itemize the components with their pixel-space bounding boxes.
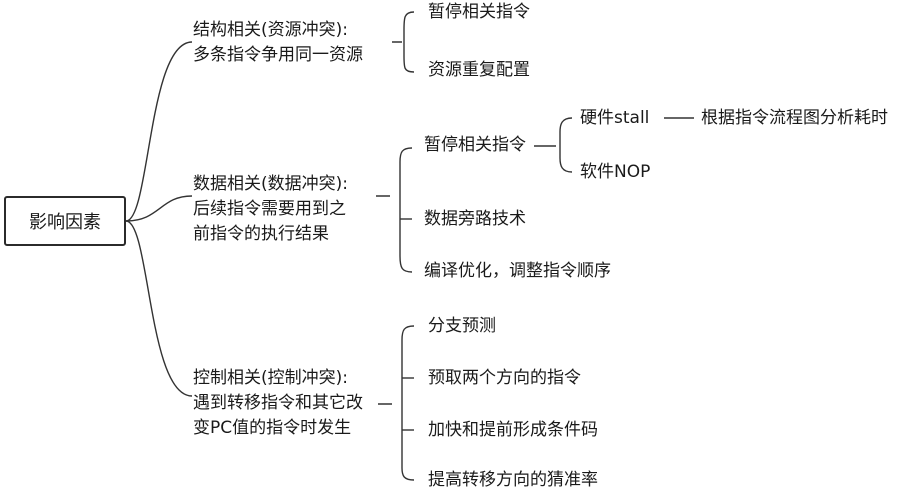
root-node: 影响因素	[4, 196, 126, 246]
branch-data-line2: 后续指令需要用到之	[193, 199, 346, 219]
branch-control-line2: 遇到转移指令和其它改	[193, 393, 363, 413]
data-child-stall: 暂停相关指令	[424, 135, 526, 155]
branch-structural-line2: 多条指令争用同一资源	[193, 45, 363, 65]
connector-data-bracket	[376, 147, 413, 273]
branch-data-line3: 前指令的执行结果	[193, 224, 329, 244]
control-child-guess-rate: 提高转移方向的猜准率	[428, 470, 598, 490]
branch-control-line3: 变PC值的指令时发生	[193, 418, 352, 438]
stall-hardware: 硬件stall	[580, 108, 650, 128]
stall-software: 软件NOP	[580, 162, 651, 182]
connector-root-structural	[125, 41, 193, 222]
structural-child-duplicate: 资源重复配置	[428, 60, 530, 80]
data-child-bypass: 数据旁路技术	[424, 209, 526, 229]
branch-control-line1: 控制相关(控制冲突):	[193, 368, 348, 388]
data-child-compiler: 编译优化，调整指令顺序	[424, 261, 611, 281]
control-child-branch-predict: 分支预测	[428, 316, 496, 336]
control-child-prefetch: 预取两个方向的指令	[428, 368, 581, 388]
connector-structural-bracket	[392, 11, 415, 73]
connector-stall-bracket	[534, 117, 573, 173]
branch-structural-line1: 结构相关(资源冲突):	[193, 20, 348, 40]
root-label: 影响因素	[29, 212, 101, 233]
branch-data-line1: 数据相关(数据冲突):	[193, 174, 348, 194]
connector-control-bracket	[378, 325, 415, 481]
connector-root-control	[125, 220, 193, 397]
control-child-condition-code: 加快和提前形成条件码	[428, 420, 598, 440]
structural-child-stall: 暂停相关指令	[428, 2, 530, 22]
connector-root-data	[125, 195, 193, 222]
hardware-stall-note: 根据指令流程图分析耗时	[701, 108, 888, 128]
